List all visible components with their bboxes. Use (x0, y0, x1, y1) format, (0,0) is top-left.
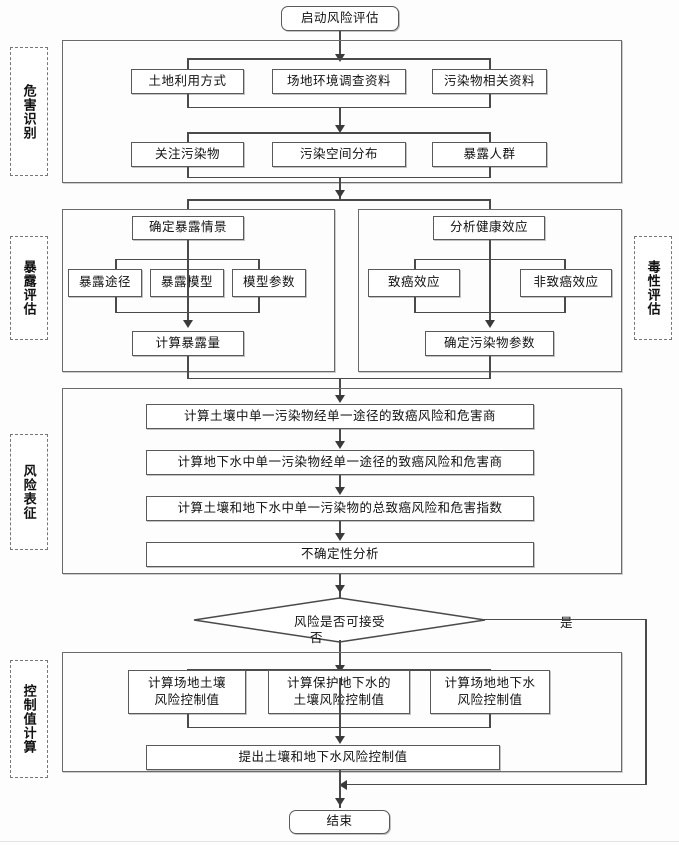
arrowhead-hazard-row1-to-row2 (334, 125, 345, 133)
riskchar-step-2[interactable]: 计算土壤和地下水中单一污染物的总致癌风险和危害指数 (146, 496, 534, 521)
exposure-spine (187, 240, 189, 325)
hazard-row1-rise-right (489, 94, 491, 108)
hazard-row2-item-2[interactable]: 暴露人群 (432, 142, 547, 167)
toxicity-tail-node[interactable]: 确定污染物参数 (425, 331, 554, 356)
connector-decision-yes-v (645, 618, 647, 785)
riskchar-step-3[interactable]: 不确定性分析 (146, 542, 534, 567)
hazard-row2-drop-right (489, 132, 491, 142)
exposure-mid-rise-left (115, 297, 117, 313)
control-group-box (62, 652, 622, 772)
arrowhead-yes-return (339, 779, 347, 790)
footer-divider (0, 841, 679, 842)
connector-yes-return-h (345, 783, 646, 786)
exposure-mid-drop-left (115, 258, 117, 271)
arrowhead-toxicity-to-tail (484, 320, 495, 328)
exposure-mid-drop-right (258, 258, 260, 271)
hazard-row1-drop-left (187, 58, 189, 69)
connector-start-to-hazard (339, 31, 341, 58)
split-drop-toxicity (489, 199, 491, 210)
toxicity-mid-item-0[interactable]: 致癌效应 (368, 269, 460, 297)
control-item-0-line2: 风险控制值 (154, 693, 220, 707)
toxicity-mid-item-1[interactable]: 非致癌效应 (520, 269, 612, 297)
decision-label: 风险是否可接受 (293, 614, 385, 629)
section-label-riskchar: 风险表征 (10, 434, 48, 550)
exposure-group-box (62, 209, 335, 372)
branch-label-no: 否 (310, 631, 324, 645)
riskchar-step-1[interactable]: 计算地下水中单一污染物经单一途径的致癌风险和危害商 (146, 450, 534, 475)
riskchar-link-2-3 (339, 521, 341, 539)
toxicity-mid-drop-left (414, 258, 416, 271)
arrowhead-control-to-tail (334, 736, 345, 744)
exposure-tail-down (187, 356, 189, 379)
control-item-0-line1: 计算场地土壤 (147, 676, 226, 691)
control-item-2-line1: 计算场地地下水 (444, 676, 536, 691)
section-label-control: 控制值计算 (10, 660, 48, 778)
hazard-row1-rise-left (187, 94, 189, 108)
riskchar-group-box (62, 388, 622, 574)
hazard-group-box (62, 40, 622, 183)
control-item-0[interactable]: 计算场地土壤 风险控制值 (128, 670, 246, 714)
connector-hazard-row1-to-row2 (339, 106, 341, 129)
control-item-2-line2: 风险控制值 (457, 693, 523, 707)
exposure-tail-node[interactable]: 计算暴露量 (132, 331, 244, 356)
toxicity-mid-drop-right (564, 258, 566, 271)
end-node[interactable]: 结束 (289, 810, 390, 834)
section-label-toxicity: 毒性评估 (634, 236, 672, 340)
riskchar-link-1-2 (339, 475, 341, 493)
exposure-mid-item-2[interactable]: 模型参数 (232, 269, 306, 297)
start-node[interactable]: 启动风险评估 (281, 6, 399, 31)
control-tail-node[interactable]: 提出土壤和地下水风险控制值 (146, 745, 500, 770)
hazard-row2-drop-left (187, 132, 189, 142)
arrowhead-hazard-exit (334, 190, 345, 198)
hazard-row2-rise-left (187, 167, 189, 178)
connector-decision-no (339, 640, 341, 678)
riskchar-step-0[interactable]: 计算土壤中单一污染物经单一途径的致癌风险和危害商 (146, 404, 534, 429)
control-item-2[interactable]: 计算场地地下水 风险控制值 (430, 670, 550, 714)
arrowhead-into-riskchar (334, 395, 345, 403)
decision-diamond[interactable]: 风险是否可接受 (193, 597, 486, 643)
hazard-row1-item-1[interactable]: 场地环境调查资料 (272, 69, 406, 94)
hazard-row2-item-0[interactable]: 关注污染物 (131, 142, 244, 167)
connector-decision-yes-h (484, 618, 646, 621)
hazard-row2-bracket-top (187, 132, 491, 134)
split-bracket-exposure-toxicity (187, 199, 491, 201)
toxicity-mid-rise-right (564, 297, 566, 313)
exposure-mid-item-0[interactable]: 暴露途径 (68, 269, 142, 297)
hazard-row1-item-0[interactable]: 土地利用方式 (131, 69, 244, 94)
arrowhead-into-end (334, 798, 345, 806)
hazard-row1-item-2[interactable]: 污染物相关资料 (432, 69, 547, 94)
hazard-row1-bracket-top (187, 58, 491, 60)
arrowhead-riskchar-0-1 (334, 441, 345, 449)
toxicity-tail-down (489, 356, 491, 379)
section-label-exposure: 暴露评估 (10, 236, 48, 340)
control-bracket-top (187, 669, 491, 671)
hazard-row1-drop-right (489, 58, 491, 69)
connector-hazard-to-exposure (339, 176, 341, 201)
exposure-mid-rise-right (258, 297, 260, 313)
split-drop-exposure (187, 199, 189, 210)
hazard-row2-rise-right (489, 167, 491, 178)
connector-control-to-end (339, 770, 341, 808)
control-spine (339, 678, 341, 742)
hazard-row2-item-1[interactable]: 污染空间分布 (272, 142, 406, 167)
toxicity-spine (489, 240, 491, 325)
arrowhead-riskchar-1-2 (334, 487, 345, 495)
arrowhead-riskchar-exit (334, 585, 345, 593)
section-label-hazard: 危害识别 (10, 47, 48, 176)
exposure-head-node[interactable]: 确定暴露情景 (132, 216, 244, 240)
branch-label-yes: 是 (560, 616, 574, 630)
arrowhead-riskchar-2-3 (334, 533, 345, 541)
control-rise-right (489, 714, 491, 728)
arrowhead-exposure-to-tail (182, 320, 193, 328)
control-item-1-line1: 计算保护地下水的 (287, 676, 391, 690)
riskchar-link-0-1 (339, 429, 341, 447)
toxicity-head-node[interactable]: 分析健康效应 (433, 216, 545, 240)
control-rise-left (187, 714, 189, 728)
toxicity-mid-rise-left (414, 297, 416, 313)
